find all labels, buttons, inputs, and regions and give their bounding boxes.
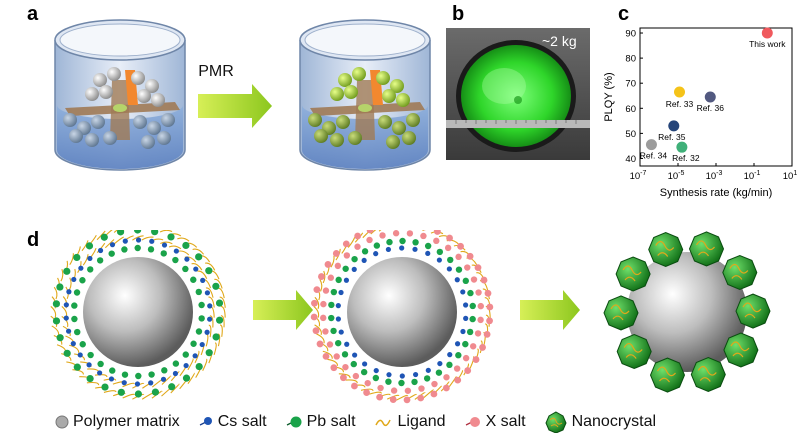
- legend-item-x-salt: X salt: [464, 413, 526, 431]
- panel-c-chart: 40 50 60 70 80 90 10-7 10-5 10-3 10-1 101 This wo…: [603, 27, 798, 199]
- legend-item-cs-salt: Cs salt: [198, 413, 267, 431]
- legend-item-nanocrystal: Nanocrystal: [544, 411, 656, 433]
- y-axis: 40 50 60 70 80 90: [625, 29, 643, 165]
- polymer-matrix-icon: [55, 415, 69, 429]
- legend-label: Nanocrystal: [571, 413, 657, 430]
- stage-arrow-1: [253, 290, 313, 330]
- x-axis: 10-7 10-5 10-3 10-1 101: [630, 163, 798, 182]
- data-point: [645, 139, 657, 151]
- x-tick-label: 10-5: [668, 170, 685, 182]
- y-tick-label: 50: [625, 129, 636, 140]
- data-point-label: Ref. 33: [666, 99, 694, 109]
- reactor-after: [299, 19, 431, 171]
- data-point: [761, 27, 773, 39]
- x-tick-label: 10-3: [706, 170, 723, 182]
- mass-annotation: ~2 kg: [542, 33, 577, 49]
- panel-label-b: b: [452, 3, 465, 25]
- x-tick-label: 10-7: [630, 170, 647, 182]
- y-tick-label: 60: [625, 104, 636, 115]
- y-tick-label: 80: [625, 54, 636, 65]
- pb-salt-icon: [286, 416, 302, 428]
- ligand-icon: [374, 419, 391, 427]
- stage-nanocrystal-formation: [603, 231, 771, 393]
- x-salt-icon: [465, 417, 480, 427]
- data-point-label: This work: [749, 39, 786, 49]
- y-tick-label: 90: [625, 29, 636, 40]
- panel-a-illustration: PMR: [54, 19, 431, 171]
- nanocrystal-icon: [545, 411, 567, 433]
- cs-salt-icon: [199, 417, 212, 426]
- legend-label: X salt: [485, 413, 526, 430]
- stage-arrow-2: [520, 290, 580, 330]
- data-point-label: Ref. 35: [658, 132, 686, 142]
- x-tick-label: 10-1: [744, 170, 761, 182]
- legend-label: Pb salt: [306, 413, 356, 430]
- legend-item-pb-salt: Pb salt: [285, 413, 356, 431]
- x-tick-label: 101: [783, 170, 798, 182]
- pmr-arrow: PMR: [198, 63, 272, 128]
- panel-label-c: c: [618, 3, 630, 25]
- data-point-label: Ref. 34: [640, 151, 668, 161]
- legend-item-polymer-matrix: Polymer matrix: [55, 413, 180, 431]
- legend-label: Polymer matrix: [73, 413, 180, 430]
- data-point: [676, 141, 688, 153]
- legend-label: Cs salt: [217, 413, 267, 430]
- y-tick-label: 70: [625, 79, 636, 90]
- panel-label-d: d: [27, 229, 40, 251]
- reactor-before: [54, 19, 186, 171]
- y-axis-label: PLQY (%): [603, 72, 615, 121]
- data-point: [668, 120, 680, 132]
- panel-b-photo: ~2 kg: [446, 28, 590, 160]
- legend: Polymer matrix Cs salt Pb salt Ligand X …: [55, 410, 674, 434]
- pmr-label: PMR: [198, 63, 234, 80]
- data-point-label: Ref. 36: [697, 103, 725, 113]
- data-point-label: Ref. 32: [672, 153, 700, 163]
- data-point: [674, 86, 686, 98]
- data-point: [704, 91, 716, 103]
- stage-halide-coating: [310, 230, 494, 404]
- panel-label-a: a: [27, 3, 39, 25]
- stage-precursor-coating: [50, 230, 226, 400]
- y-tick-label: 40: [625, 154, 636, 165]
- x-axis-label: Synthesis rate (kg/min): [660, 187, 772, 199]
- legend-label: Ligand: [397, 413, 446, 430]
- legend-item-ligand: Ligand: [374, 413, 446, 431]
- panel-d-illustration: [50, 230, 771, 404]
